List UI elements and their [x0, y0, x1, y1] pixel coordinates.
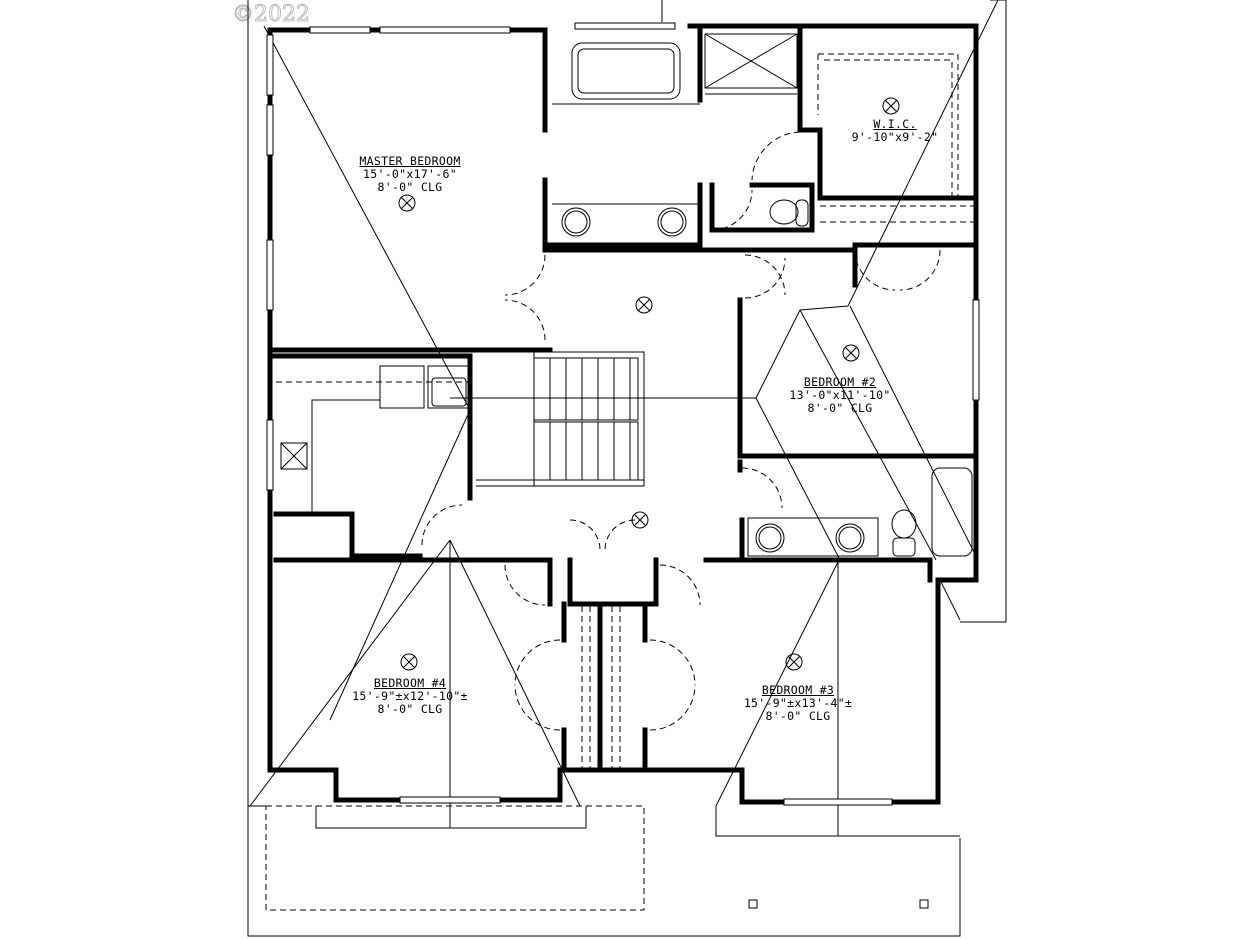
light-fixture-icons: [398, 97, 900, 671]
ceiling-height: 8'-0" CLG: [807, 401, 873, 415]
roof-lines: [249, 0, 999, 836]
room-dimensions: 15'-0"x17'-6": [363, 167, 457, 181]
room-dimensions: 15'-9"±x12'-10"±: [352, 689, 468, 703]
room-label-bedroom-2: BEDROOM #2 13'-0"x11'-10" 8'-0" CLG: [780, 376, 900, 415]
room-dimensions: 9'-10"x9'-2": [851, 130, 939, 144]
room-label-wic: W.I.C. 9'-10"x9'-2": [840, 118, 950, 144]
master-vanity: [552, 203, 700, 237]
copyright-watermark: ©2022: [232, 2, 311, 28]
room-name: BEDROOM #2: [803, 375, 877, 389]
room-label-bedroom-3: BEDROOM #3 15'-9"±x13'-4"± 8'-0" CLG: [733, 684, 863, 723]
ceiling-height: 8'-0" CLG: [765, 709, 831, 723]
roof-outline: [247, 0, 1007, 937]
bath2-fixtures: [747, 467, 973, 557]
room-name: W.I.C.: [873, 117, 917, 131]
windows: [266, 22, 980, 806]
door-swings: [421, 131, 941, 731]
stairs: [476, 351, 645, 487]
shower-master: [704, 33, 798, 95]
laundry: [276, 365, 470, 512]
room-dimensions: 13'-0"x11'-10": [789, 388, 891, 402]
walls: [267, 23, 979, 805]
room-name: MASTER BEDROOM: [359, 154, 461, 168]
room-label-bedroom-4: BEDROOM #4 15'-9"±x12'-10"± 8'-0" CLG: [345, 677, 475, 716]
bathtub-master: [552, 42, 700, 105]
room-dimensions: 15'-9"±x13'-4"±: [743, 696, 853, 710]
wic-shelves: [817, 53, 976, 223]
room-name: BEDROOM #4: [373, 676, 447, 690]
ceiling-height: 8'-0" CLG: [377, 180, 443, 194]
deck-dashed: [265, 805, 645, 911]
room-name: BEDROOM #3: [761, 683, 835, 697]
room-label-master-bedroom: MASTER BEDROOM 15'-0"x17'-6" 8'-0" CLG: [340, 155, 480, 194]
closet-shelves: [581, 606, 621, 770]
ceiling-height: 8'-0" CLG: [377, 702, 443, 716]
toilet-master: [769, 199, 809, 227]
